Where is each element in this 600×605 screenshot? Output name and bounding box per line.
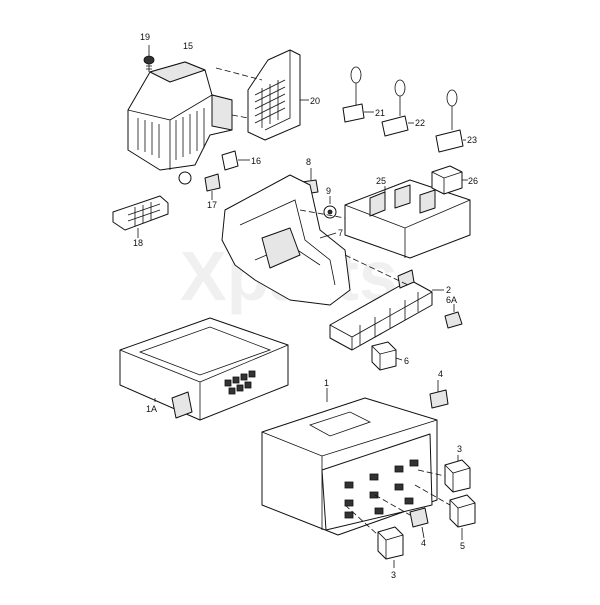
callout-1A: 1A <box>146 404 157 414</box>
callout-16: 16 <box>251 156 261 166</box>
part-18-relay-carrier <box>112 195 169 238</box>
callout-3-bottom: 3 <box>391 570 396 580</box>
part-26-relay <box>431 165 468 195</box>
callout-7: 7 <box>338 228 343 238</box>
part-4-fuse-bottom <box>374 494 429 539</box>
part-17-fuse <box>204 173 221 200</box>
callout-5: 5 <box>460 541 465 551</box>
callout-9: 9 <box>326 186 331 196</box>
callout-17: 17 <box>207 200 217 210</box>
callout-4-bottom: 4 <box>421 538 426 548</box>
callout-2: 2 <box>446 285 451 295</box>
part-19-screw <box>143 45 155 72</box>
callout-6: 6 <box>404 356 409 366</box>
callout-1: 1 <box>324 378 329 388</box>
part-7-bracket <box>221 174 351 306</box>
callout-21: 21 <box>375 108 385 118</box>
part-2-relay-carrier <box>329 269 444 351</box>
part-1A-control-module <box>119 317 289 421</box>
callout-25: 25 <box>376 176 386 186</box>
part-3-relay-bottom <box>344 504 404 568</box>
callout-6A: 6A <box>446 295 457 305</box>
part-23-wire-set <box>435 89 466 153</box>
part-21-wire-set <box>342 66 374 123</box>
callout-23: 23 <box>467 135 477 145</box>
part-6A-relay <box>444 304 463 329</box>
part-20-cover-panel <box>215 49 309 141</box>
part-3-relay-right <box>417 455 471 493</box>
callout-19: 19 <box>140 32 150 42</box>
callout-3-right: 3 <box>457 444 462 454</box>
part-25-relay-plate <box>344 179 471 259</box>
callout-15: 15 <box>183 41 193 51</box>
part-6-relay <box>371 341 403 371</box>
callout-22: 22 <box>415 118 425 128</box>
callout-8: 8 <box>306 157 311 167</box>
part-22-wire-set <box>381 79 414 137</box>
part-4-fuse-top <box>429 380 449 409</box>
part-15-fuse-holder <box>127 61 233 185</box>
part-1-central-box <box>261 388 438 536</box>
part-5-relay <box>414 484 476 540</box>
callout-26: 26 <box>468 176 478 186</box>
callout-20: 20 <box>310 96 320 106</box>
callout-18: 18 <box>133 238 143 248</box>
part-9-nut <box>323 196 337 219</box>
part-16-fuse <box>221 150 250 171</box>
callout-4-top: 4 <box>438 369 443 379</box>
